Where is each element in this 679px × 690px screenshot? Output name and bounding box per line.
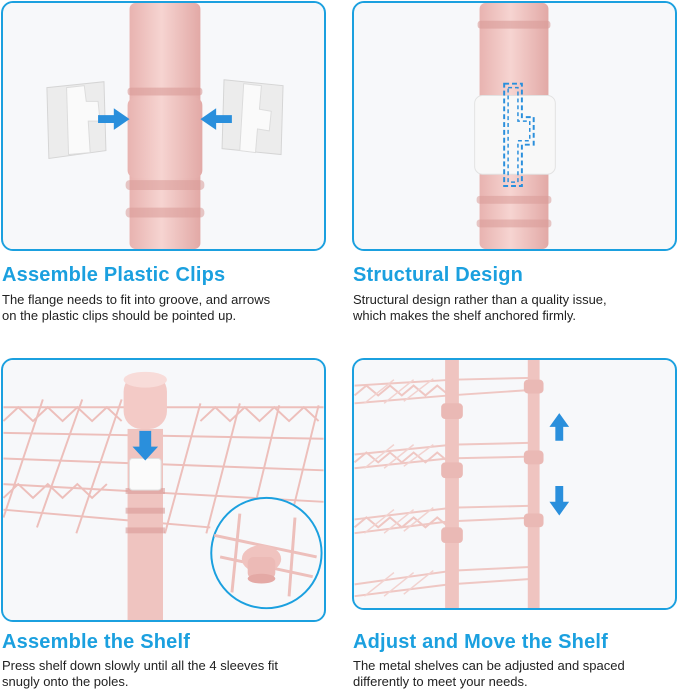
panel-adjust-shelf (352, 358, 677, 610)
panel-title-assemble-clips: Assemble Plastic Clips (2, 264, 226, 286)
arrow-left-icon (200, 108, 232, 130)
desc-line: snugly onto the poles. (2, 674, 129, 689)
desc-line: differently to meet your needs. (353, 674, 528, 689)
panel-title-structural-design: Structural Design (353, 264, 524, 286)
desc-line: The metal shelves can be adjusted and sp… (353, 658, 625, 673)
arrow-up-icon (549, 413, 570, 441)
panel-desc-assemble-shelf: Press shelf down slowly until all the 4 … (2, 658, 317, 690)
dashed-outline-icon (503, 82, 535, 188)
panel-title-assemble-shelf: Assemble the Shelf (2, 631, 191, 653)
zoom-circle-icon (210, 496, 323, 610)
desc-line: Press shelf down slowly until all the 4 … (2, 658, 279, 673)
panel-structural-design (352, 1, 677, 251)
panel-desc-structural-design: Structural design rather than a quality … (353, 292, 668, 324)
arrow-down-icon (132, 430, 159, 461)
panel-desc-assemble-clips: The flange needs to fit into groove, and… (2, 292, 317, 324)
panel-title-adjust-shelf: Adjust and Move the Shelf (353, 631, 609, 653)
arrow-right-icon (98, 108, 130, 130)
left-plastic-clip (46, 81, 107, 160)
panel-assemble-shelf (1, 358, 326, 622)
arrow-down-icon (549, 485, 570, 516)
structural-illustration (354, 3, 675, 249)
panel-desc-adjust-shelf: The metal shelves can be adjusted and sp… (353, 658, 668, 690)
right-plastic-clip (221, 79, 284, 156)
desc-line: The flange needs to fit into groove, and… (2, 292, 271, 307)
adjust-shelf-illustration (354, 360, 675, 608)
desc-line: which makes the shelf anchored firmly. (353, 308, 577, 323)
shelf-assembly-illustration (3, 360, 324, 620)
desc-line: on the plastic clips should be pointed u… (2, 308, 237, 323)
desc-line: Structural design rather than a quality … (353, 292, 607, 307)
panel-assemble-clips (1, 1, 326, 251)
pole-clip-illustration (3, 3, 324, 249)
